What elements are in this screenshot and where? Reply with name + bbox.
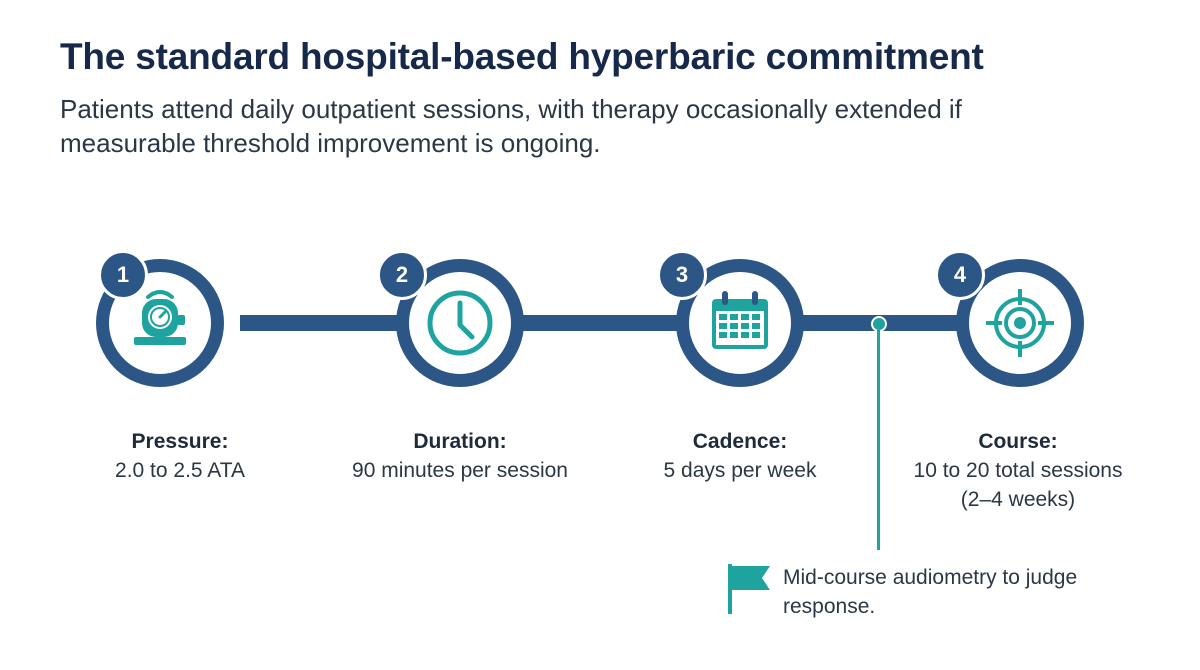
- timeline-connector: [800, 315, 980, 331]
- step-4-heading: Course:: [978, 430, 1058, 453]
- step-4-body: 10 to 20 total sessions (2–4 weeks): [913, 459, 1123, 511]
- page-title: The standard hospital-based hyperbaric c…: [60, 36, 984, 77]
- step-3-label: Cadence: 5 days per week: [620, 428, 860, 485]
- step-4-label: Course: 10 to 20 total sessions (2–4 wee…: [898, 428, 1138, 514]
- step-2-body: 90 minutes per session: [352, 459, 568, 482]
- flag-icon: [728, 564, 770, 614]
- milestone-text: Mid-course audiometry to judge response.: [783, 566, 1078, 618]
- step-2-heading: Duration:: [413, 430, 507, 453]
- step-2-badge: 2: [377, 250, 427, 300]
- step-1-badge: 1: [98, 250, 148, 300]
- target-icon: [986, 289, 1054, 357]
- page-subtitle: Patients attend daily outpatient session…: [60, 94, 962, 158]
- milestone-line: [877, 330, 880, 550]
- step-1-label: Pressure: 2.0 to 2.5 ATA: [60, 428, 300, 485]
- step-1-body: 2.0 to 2.5 ATA: [115, 459, 245, 482]
- step-3-body: 5 days per week: [663, 459, 817, 482]
- step-3-heading: Cadence:: [692, 430, 788, 453]
- timeline-connector: [520, 315, 700, 331]
- pressure-gauge-icon: [134, 290, 186, 345]
- step-4-badge: 4: [935, 250, 985, 300]
- step-3-badge: 3: [657, 250, 707, 300]
- step-1-heading: Pressure:: [131, 430, 229, 453]
- step-2-label: Duration: 90 minutes per session: [340, 428, 580, 485]
- clock-icon: [427, 290, 493, 356]
- calendar-icon: [712, 291, 768, 349]
- timeline-connector: [240, 315, 420, 331]
